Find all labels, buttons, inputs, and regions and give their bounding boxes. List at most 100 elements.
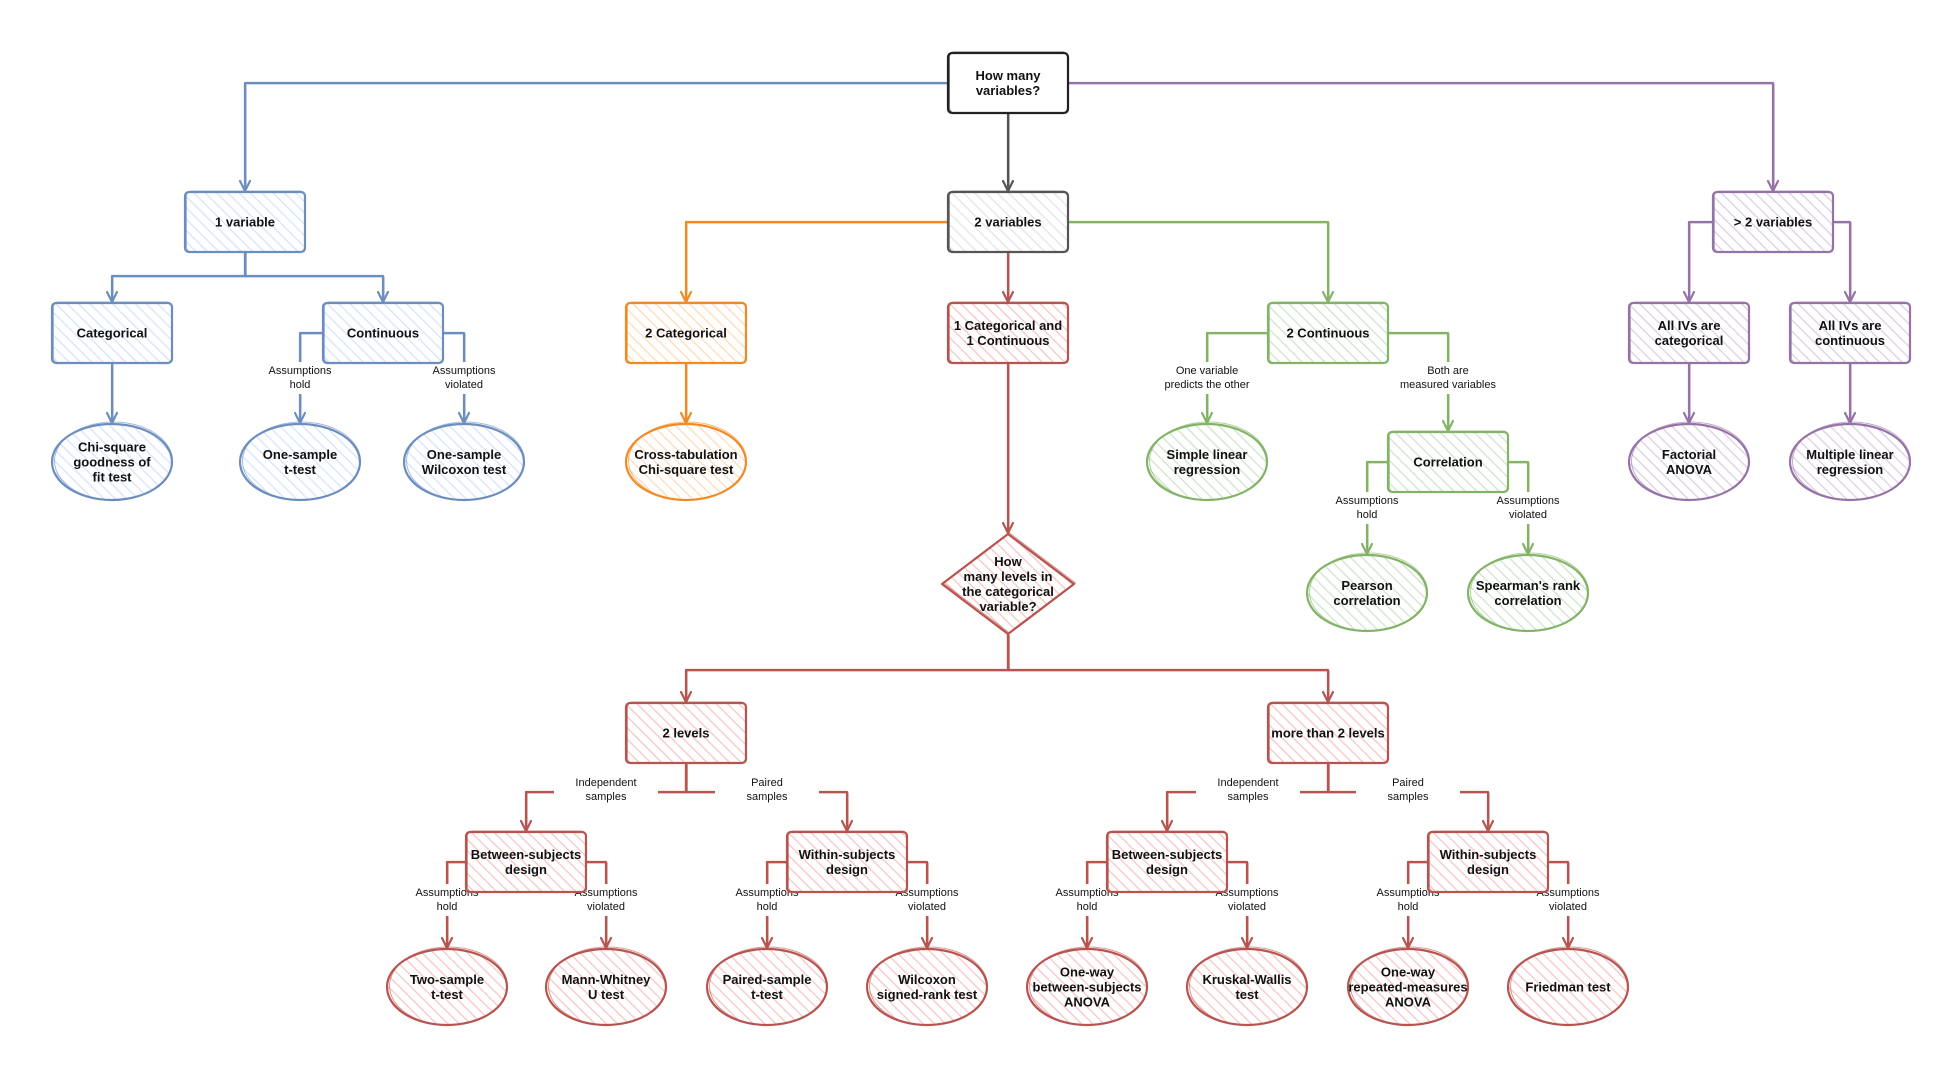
node-spearman-label-line-1: Spearman's rank — [1476, 578, 1581, 593]
node-more-levels[interactable]: more than 2 levels — [1266, 701, 1390, 765]
node-levels-q-label-line-3: the categorical — [962, 584, 1054, 599]
node-box-sketch — [324, 301, 443, 364]
node-two-categorical[interactable]: 2 Categorical — [624, 301, 748, 365]
node-correlation[interactable]: Correlation — [1386, 430, 1510, 494]
edge-label-corr-violated-line-2: violated — [1509, 509, 1547, 521]
edge-label-bs-a-violated: Assumptions violated — [554, 884, 658, 916]
node-box-sketch — [1269, 301, 1388, 364]
node-box-sketch — [1630, 301, 1749, 364]
node-ellipse-sketch — [1149, 421, 1268, 501]
node-continuous[interactable]: Continuous — [321, 301, 445, 365]
edge-sketch-line — [1408, 862, 1430, 949]
node-categorical[interactable]: Categorical — [50, 301, 174, 365]
node-chi-gof-label-line-2: goodness of — [73, 455, 151, 470]
node-levels-q-label-line-2: many levels in — [964, 569, 1053, 584]
edge-line — [1406, 860, 1430, 950]
node-ellipse-sketch — [389, 946, 508, 1026]
edge-label-bs-a-hold-line-2: hold — [437, 901, 458, 913]
node-factorial-label-line-1: Factorial — [1662, 447, 1716, 462]
node-two-var[interactable]: 2 variables — [946, 190, 1070, 254]
node-box-sketch — [1389, 430, 1508, 493]
edge-label-cont-violated-line-1: Assumptions — [433, 365, 496, 377]
node-box-sketch — [949, 301, 1068, 364]
node-ellipse-sketch — [869, 946, 988, 1026]
node-two-continuous[interactable]: 2 Continuous — [1266, 301, 1390, 365]
edge-label-bs-a-violated-line-1: Assumptions — [575, 887, 638, 899]
node-ellipse-sketch — [1510, 946, 1629, 1026]
edge-label-indep-a-line-2: samples — [586, 791, 627, 803]
node-crosstab-label-line-2: Chi-square test — [639, 462, 734, 477]
edge-label-bs-b-hold-line-1: Assumptions — [1056, 887, 1119, 899]
edge-label-bs-b-violated-line-2: violated — [1228, 901, 1266, 913]
node-box-sketch — [1429, 830, 1548, 893]
node-box-sketch — [627, 301, 746, 364]
node-one-var[interactable]: 1 variable — [183, 190, 307, 254]
edge-line — [684, 632, 1010, 704]
edge-sketch-line — [1228, 862, 1249, 949]
node-all-cat-label-line-1: All IVs are — [1658, 318, 1721, 333]
edge-all-cont-to-multiple-reg — [1843, 361, 1857, 425]
edge-label-ws-a-violated-line-1: Assumptions — [896, 887, 959, 899]
node-two-levels-label-line-1: 2 levels — [663, 726, 710, 741]
node-mann-whitney-label-line-2: U test — [588, 987, 625, 1002]
node-two-levels[interactable]: 2 levels — [624, 701, 748, 765]
edge-label-predicts-line-1: One variable — [1176, 365, 1238, 377]
node-within-b-label-line-1: Within-subjects — [1440, 847, 1537, 862]
node-ellipse-sketch — [709, 946, 828, 1026]
node-friedman[interactable]: Friedman test — [1506, 946, 1630, 1027]
edge-label-ws-a-hold-line-2: hold — [757, 901, 778, 913]
edge-line — [1687, 220, 1715, 304]
edge-line — [1066, 81, 1775, 193]
edge-label-background — [1476, 492, 1580, 524]
edge-label-ws-b-violated-line-2: violated — [1549, 901, 1587, 913]
edge-label-bs-a-violated-line-2: violated — [587, 901, 625, 913]
node-ellipse-sketch — [1029, 946, 1148, 1026]
edge-all-cat-to-factorial — [1682, 361, 1696, 425]
edge-label-background — [554, 774, 658, 806]
node-gt2-var[interactable]: > 2 variables — [1711, 190, 1835, 254]
edge-two-var-to-two-categorical — [679, 220, 950, 304]
node-between-a-label-line-2: design — [505, 862, 547, 877]
node-all-cont-label-line-2: continuous — [1815, 333, 1885, 348]
edge-line — [1085, 860, 1109, 950]
edge-gt2-var-to-all-cat — [1682, 220, 1715, 304]
edge-two-var-to-cat-cont — [1001, 250, 1015, 304]
node-box-sketch — [1108, 830, 1227, 893]
node-box-sketch — [53, 301, 172, 364]
edge-sketch-line — [1367, 462, 1390, 555]
node-rm-anova-label-line-3: ANOVA — [1385, 995, 1432, 1010]
node-one-var-label-line-1: 1 variable — [215, 215, 275, 230]
node-one-sample-t-label-line-1: One-sample — [263, 447, 337, 462]
node-wilcoxon-sr-label-line-1: Wilcoxon — [898, 972, 956, 987]
node-one-sample-wilcoxon-label-line-2: Wilcoxon test — [422, 462, 507, 477]
